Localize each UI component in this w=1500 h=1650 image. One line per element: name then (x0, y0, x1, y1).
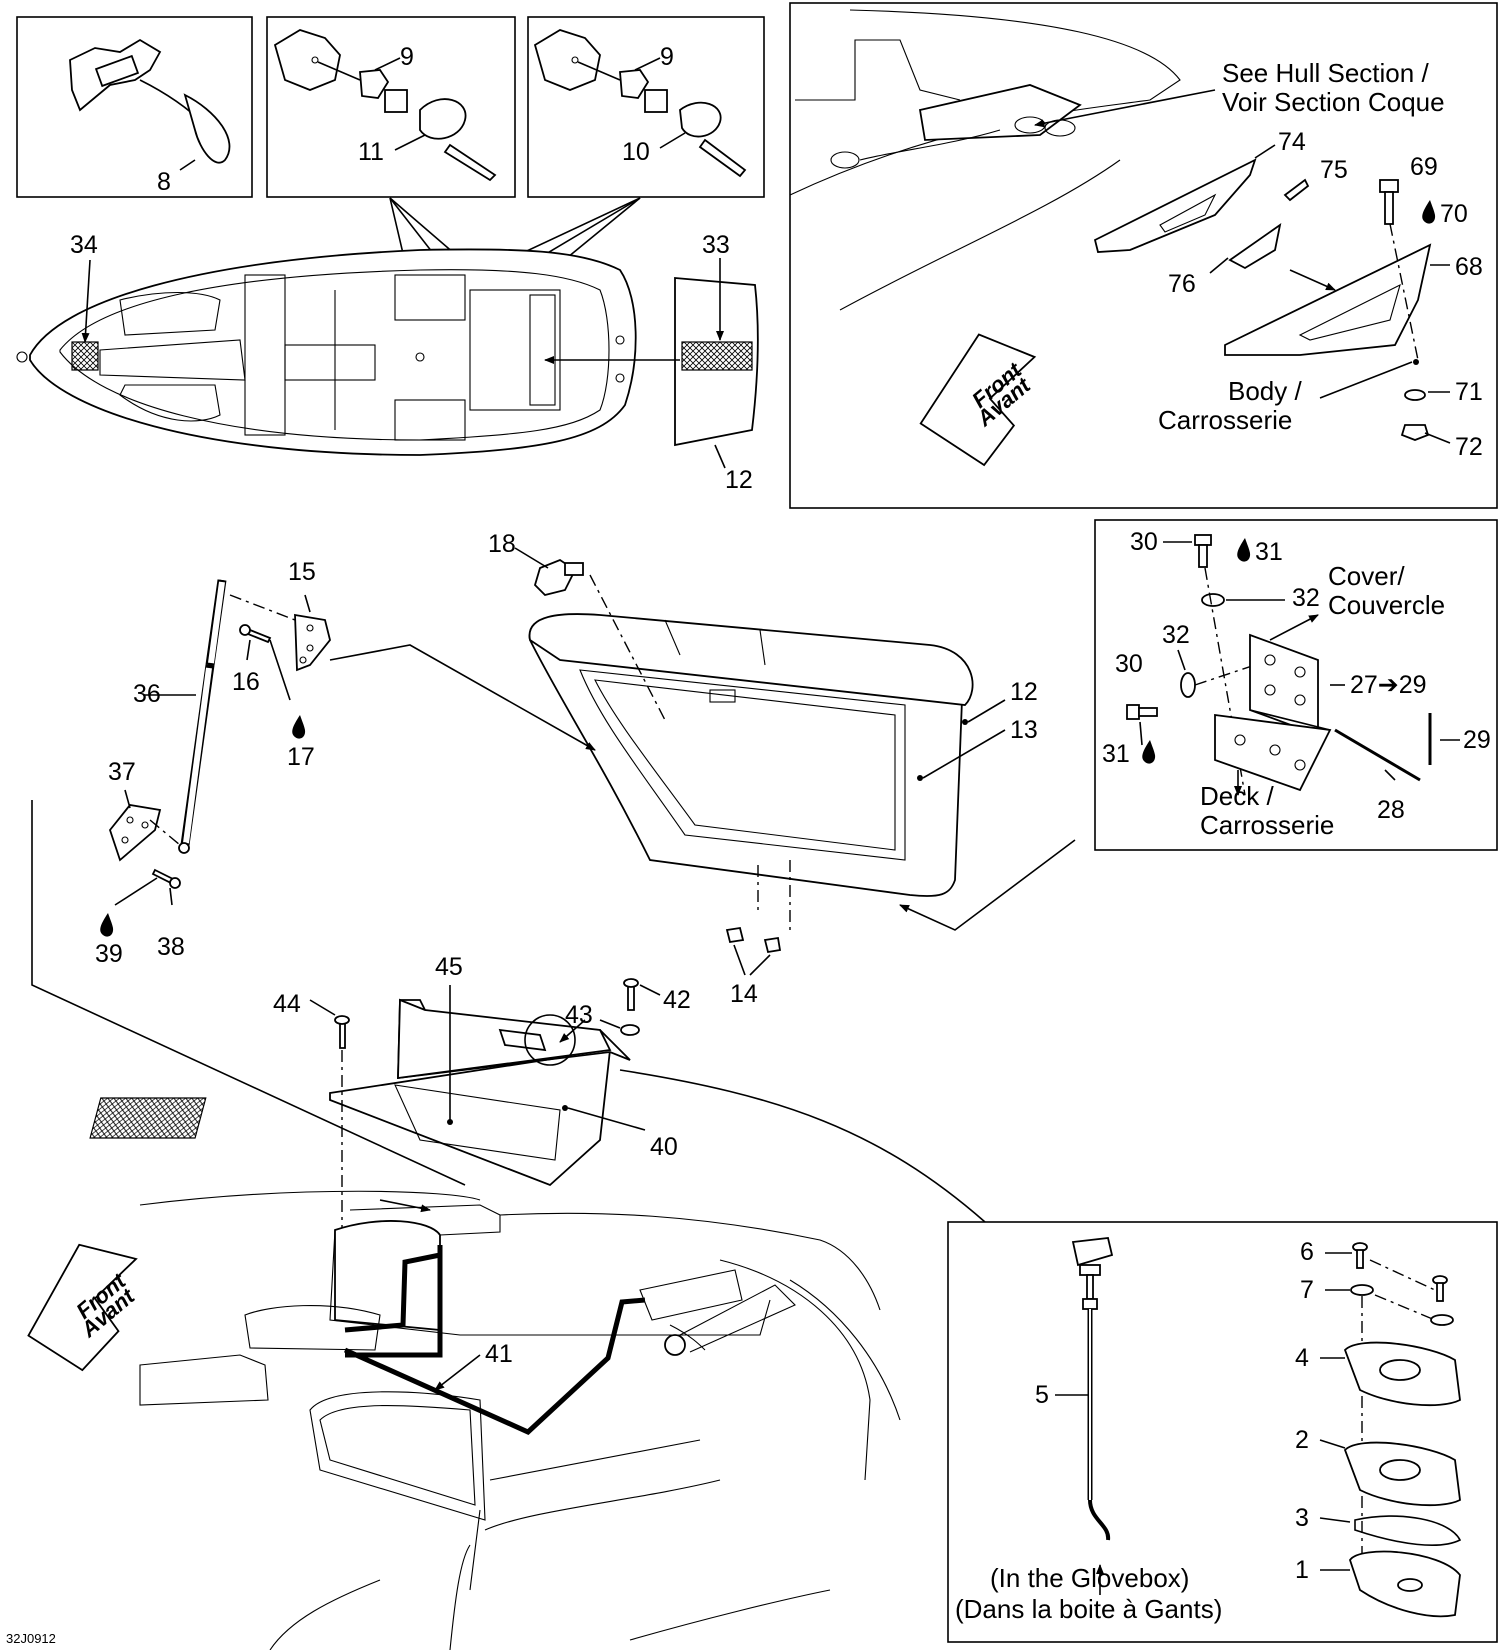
cover-label-line1: Cover/ (1328, 561, 1405, 591)
document-code: 32J0912 (6, 1631, 56, 1646)
callout-7: 7 (1300, 1276, 1314, 1304)
callout-17: 17 (287, 743, 315, 771)
detail-box-fastener-a: 9 11 (266, 16, 516, 198)
callout-18: 18 (488, 530, 516, 558)
callout-39: 39 (95, 940, 123, 968)
detail-box-latch: 5 (In the Glovebox) (Dans la boite à Gan… (947, 1221, 1498, 1643)
loctite-drop-icon-17 (292, 715, 306, 739)
callout-32-b: 32 (1162, 621, 1190, 649)
loctite-drop-icon-31-b (1142, 740, 1156, 764)
callout-42: 42 (663, 986, 691, 1014)
callout-28: 28 (1377, 796, 1405, 824)
body-label-line2: Carrosserie (1158, 405, 1292, 435)
callout-69: 69 (1410, 153, 1438, 181)
deck-label-line2: Carrosserie (1200, 810, 1334, 840)
detail-box-fastener-b: 9 10 (527, 16, 765, 198)
callout-16: 16 (232, 668, 260, 696)
callout-40: 40 (650, 1133, 678, 1161)
callout-10: 10 (622, 138, 650, 166)
callout-74: 74 (1278, 128, 1306, 156)
callout-3: 3 (1295, 1504, 1309, 1532)
callout-29: 29 (1463, 726, 1491, 754)
callout-75: 75 (1320, 156, 1348, 184)
callout-12-a: 12 (725, 466, 753, 494)
side-panel-12: 33 12 (544, 231, 759, 494)
callout-13: 13 (1010, 716, 1038, 744)
callout-72: 72 (1455, 433, 1483, 461)
callout-12-b: 12 (1010, 678, 1038, 706)
hull-section-label-line2: Voir Section Coque (1222, 87, 1445, 117)
callout-27: 27➔29 (1350, 671, 1427, 699)
callout-9-b: 9 (660, 43, 674, 71)
callout-1: 1 (1295, 1556, 1309, 1584)
callout-33: 33 (702, 231, 730, 259)
body-label-line1: Body / (1228, 376, 1302, 406)
callout-70: 70 (1440, 200, 1468, 228)
storage-cover-assembly: 12 13 18 14 (329, 530, 1076, 1008)
hull-section-label-line1: See Hull Section / (1222, 58, 1429, 88)
callout-14: 14 (730, 980, 758, 1008)
callout-71: 71 (1455, 378, 1483, 406)
callout-32-a: 32 (1292, 584, 1320, 612)
detail-box-hinge: 30 31 32 Cover/ Couvercle 32 30 31 (1094, 519, 1498, 851)
callout-31-a: 31 (1255, 538, 1283, 566)
callout-9-a: 9 (400, 43, 414, 71)
detail-box-tie-strap: 8 (16, 16, 253, 198)
cover-label-line2: Couvercle (1328, 590, 1445, 620)
loctite-drop-icon-39 (100, 913, 114, 937)
loctite-drop-icon-70 (1422, 200, 1436, 224)
callout-11: 11 (358, 138, 384, 166)
front-arrow-a: Front Avant (919, 333, 1036, 467)
loctite-drop-icon-31-a (1237, 538, 1251, 562)
callout-37: 37 (108, 758, 136, 786)
glovebox-label-line1: (In the Glovebox) (990, 1563, 1189, 1593)
callout-36: 36 (133, 680, 161, 708)
callout-5: 5 (1035, 1381, 1049, 1409)
callout-44: 44 (273, 990, 301, 1018)
front-arrow-b: Front Avant (27, 1243, 140, 1372)
callout-15: 15 (288, 558, 316, 586)
callout-4: 4 (1295, 1344, 1309, 1372)
callout-41: 41 (485, 1340, 513, 1368)
gas-strut-assembly: 36 15 16 17 37 38 39 (95, 558, 331, 968)
callout-43: 43 (565, 1001, 593, 1029)
callout-45: 45 (435, 953, 463, 981)
deck-label-line1: Deck / (1200, 781, 1274, 811)
callout-31-b: 31 (1102, 740, 1130, 768)
callout-6: 6 (1300, 1238, 1314, 1266)
callout-8: 8 (157, 168, 171, 196)
callout-30-b: 30 (1115, 650, 1143, 678)
callout-76: 76 (1168, 270, 1196, 298)
boat-top-view: 34 (16, 231, 637, 456)
callout-38: 38 (157, 933, 185, 961)
storage-tray: 40 45 44 42 43 (31, 800, 986, 1280)
callout-30-a: 30 (1130, 528, 1158, 556)
glovebox-label-line2: (Dans la boite à Gants) (955, 1594, 1222, 1624)
detail-box-rear-hull: See Hull Section / Voir Section Coque Fr… (789, 2, 1498, 509)
callout-68: 68 (1455, 253, 1483, 281)
boat-deck-view: 41 Front Avant (27, 1190, 901, 1650)
callout-34: 34 (70, 231, 98, 259)
callout-2: 2 (1295, 1426, 1309, 1454)
